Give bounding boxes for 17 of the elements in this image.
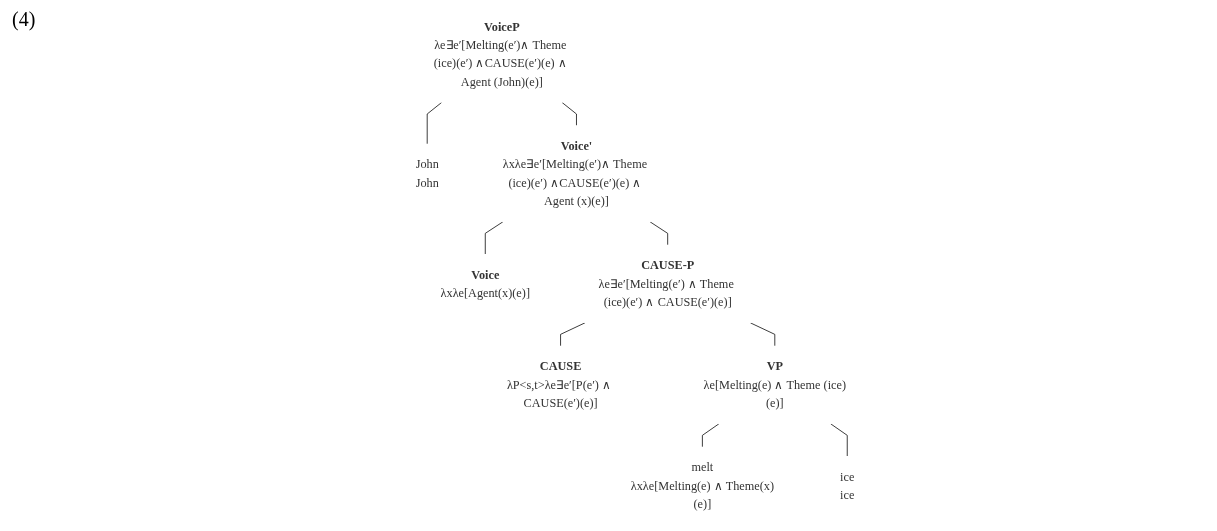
connector <box>750 322 776 347</box>
connector <box>702 423 720 448</box>
node-text: melt λxλe[Melting(e) ∧ Theme(x)(e)] <box>630 460 774 511</box>
connector <box>561 102 577 126</box>
connector <box>830 423 848 457</box>
connector <box>649 221 669 246</box>
connector <box>426 102 442 145</box>
node-text: VoiceP λe∃e′[Melting(e′)∧ Theme (ice)(e′) ∧CAUSE(e′)(e) ∧ Agent (John)(e)] <box>433 19 567 88</box>
node-text: CAUSE-P λe∃e′[Melting(e′) ∧ Theme (ice)(e′) ∧ CAUSE(e′)(e)] <box>598 258 734 309</box>
node-text: VP λe[Melting(e) ∧ Theme (ice)(e)] <box>703 359 846 410</box>
node-text: CAUSE λP<s,t>λe∃e′[P(e′) ∧ CAUSE(e′)(e)] <box>506 359 612 410</box>
node-text: Voice λxλe[Agent(x)(e)] <box>440 267 530 300</box>
node-text: John John <box>415 157 439 189</box>
node-text: ice ice <box>840 469 855 502</box>
connector <box>560 322 586 347</box>
node-text: Voice' λxλe∃e′[Melting(e′)∧ Theme (ice)(e′) ∧CAUSE(e′)(e) ∧ Agent (x)(e)] <box>502 139 648 208</box>
example-number: (4) <box>12 8 36 31</box>
